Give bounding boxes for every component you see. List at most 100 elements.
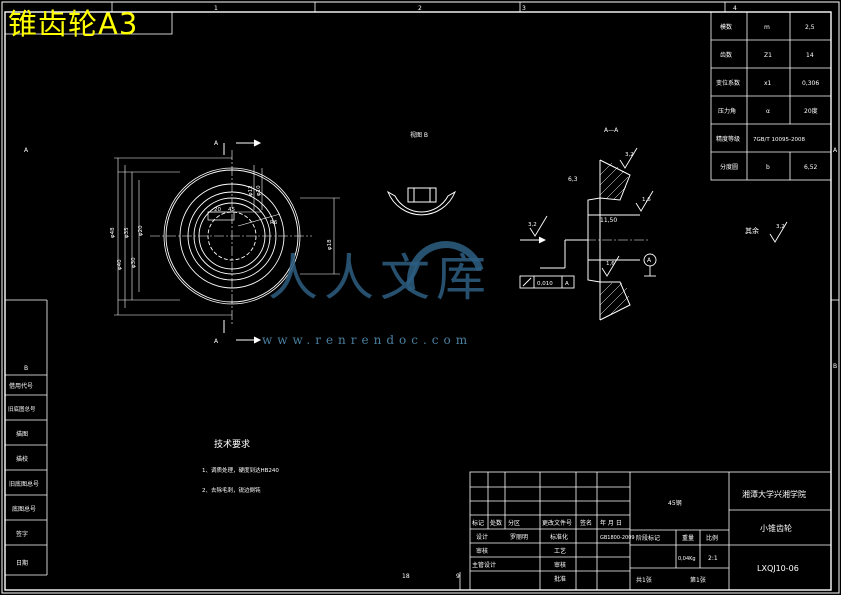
zone-left-a: A	[24, 147, 29, 154]
roughness-3: 3,2	[528, 222, 537, 228]
watermark-name: 人人文库	[268, 249, 492, 307]
left-strip-row-3: 描图	[16, 430, 28, 438]
tb-sheet-no: 第1张	[690, 576, 706, 584]
direction-view-label: 视图 B	[410, 131, 428, 139]
left-strip-row-4: 描校	[16, 455, 28, 463]
zone-top-3: 3	[522, 5, 526, 12]
left-strip-row-1: 借用代号	[9, 382, 33, 390]
left-strip-row-2: 旧底图总号	[8, 405, 36, 413]
param-sym-3: x1	[764, 80, 772, 87]
param-val-3: 0,306	[802, 80, 819, 87]
tb-row-design: 设计	[476, 533, 488, 541]
tb-row-process: 工艺	[554, 547, 566, 555]
roughness-1: 3,2	[625, 152, 634, 158]
tb-row-check: 审核	[476, 547, 488, 555]
tb-row-approve: 批准	[554, 575, 566, 583]
section-label: A—A	[604, 127, 619, 134]
tolerance-frame	[519, 275, 575, 289]
dim-11-50: 11,50	[600, 217, 617, 224]
tb-weight-label: 重量	[682, 534, 694, 542]
tb-chief-design: 主管设计	[472, 561, 496, 569]
drawing-title: 锥齿轮A3	[8, 7, 139, 41]
tb-scale: 2:1	[708, 555, 718, 562]
tb-header-1: 标记	[472, 519, 484, 527]
left-strip-row-6: 底图总号	[12, 505, 36, 513]
part-name: 小锥齿轮	[760, 523, 792, 533]
material: 45钢	[668, 499, 682, 507]
tech-req-heading: 技术要求	[214, 438, 250, 450]
tech-req-item-1: 1、调质处理，硬度到达HB240	[202, 466, 279, 474]
datum-marker	[643, 253, 657, 277]
bottom-mark-18: 18	[402, 573, 410, 580]
tb-std-label: 标准化	[550, 533, 568, 541]
school-name: 湘潭大学兴湘学院	[742, 489, 806, 499]
dim-45: 45	[228, 207, 235, 213]
roughness-4: 1,6	[606, 261, 615, 267]
cut-label-a-top: A	[214, 140, 219, 147]
param-name-6: 分度圆	[720, 163, 738, 171]
tb-header-2: 处数	[490, 519, 502, 527]
zone-ticks	[111, 2, 839, 301]
dim-6-3: 6,3	[568, 176, 578, 183]
zone-top-4: 4	[733, 5, 737, 12]
cut-label-a-bottom: A	[214, 338, 219, 345]
param-val-5: 7GB/T 10095-2008	[753, 137, 805, 143]
tb-review: 审核	[554, 561, 566, 569]
bottom-mark-9: 9	[456, 573, 460, 580]
param-name-3: 变位系数	[716, 79, 740, 87]
params-table	[710, 11, 832, 181]
tb-header-3: 分区	[508, 519, 520, 527]
inner-frame	[4, 11, 832, 591]
dim-phi12: φ12	[248, 185, 254, 196]
param-val-6: 6,52	[804, 164, 818, 171]
tb-sheets-total: 共1张	[636, 576, 652, 584]
front-view	[150, 150, 312, 325]
tb-designer: 罗丽明	[510, 534, 528, 541]
dim-phi20: φ20	[138, 225, 144, 236]
dim-phi18: φ18	[327, 239, 333, 250]
left-strip-row-7: 签字	[16, 530, 28, 538]
section-view	[540, 159, 650, 321]
left-strip-b: B	[24, 365, 28, 372]
param-val-4: 20度	[804, 107, 818, 115]
dim-phi30: φ30	[131, 257, 137, 268]
tb-header-6: 年 月 日	[600, 519, 622, 527]
title-box	[4, 11, 173, 35]
left-strip-row-8: 日期	[16, 559, 28, 567]
roughness-2: 1,6	[642, 197, 651, 203]
tb-header-5: 签名	[580, 519, 592, 527]
zone-right-b: B	[833, 363, 837, 370]
tolerance-value: 0,010	[537, 281, 553, 287]
watermark-emblem	[407, 241, 484, 291]
param-name-5: 精度等级	[716, 135, 740, 143]
roughness-symbols	[529, 147, 788, 277]
zone-top-1: 1	[214, 5, 218, 12]
param-name-1: 模数	[720, 23, 732, 31]
param-val-1: 2,5	[805, 24, 815, 31]
drawing-number: LXQJ10-06	[757, 564, 799, 573]
dim-phi48: φ48	[110, 227, 116, 238]
direction-view	[387, 187, 456, 216]
rest-roughness-value: 3,2	[776, 224, 785, 230]
tolerance-datum: A	[565, 281, 569, 287]
param-sym-1: m	[764, 24, 770, 31]
tech-req-item-2: 2、去除毛刺，锐边倒钝	[202, 486, 261, 494]
tb-scale-label: 比例	[706, 534, 718, 542]
zone-top-2: 2	[418, 5, 422, 12]
title-block	[469, 471, 832, 591]
param-val-2: 14	[806, 52, 814, 59]
tb-weight: 0,04Kg	[678, 556, 696, 562]
left-strip	[5, 299, 48, 576]
param-name-2: 齿数	[720, 51, 732, 59]
dim-phi40: φ40	[117, 259, 123, 270]
param-sym-2: Z1	[764, 52, 772, 59]
dim-20: 20	[214, 207, 221, 213]
param-sym-6: b	[766, 164, 770, 171]
watermark-url: www.renrendoc.com	[262, 333, 473, 347]
cut-line	[223, 139, 262, 344]
zone-right-a: A	[833, 147, 838, 154]
dim-phi35: φ35	[124, 227, 130, 238]
tb-header-4: 更改文件号	[542, 519, 572, 527]
